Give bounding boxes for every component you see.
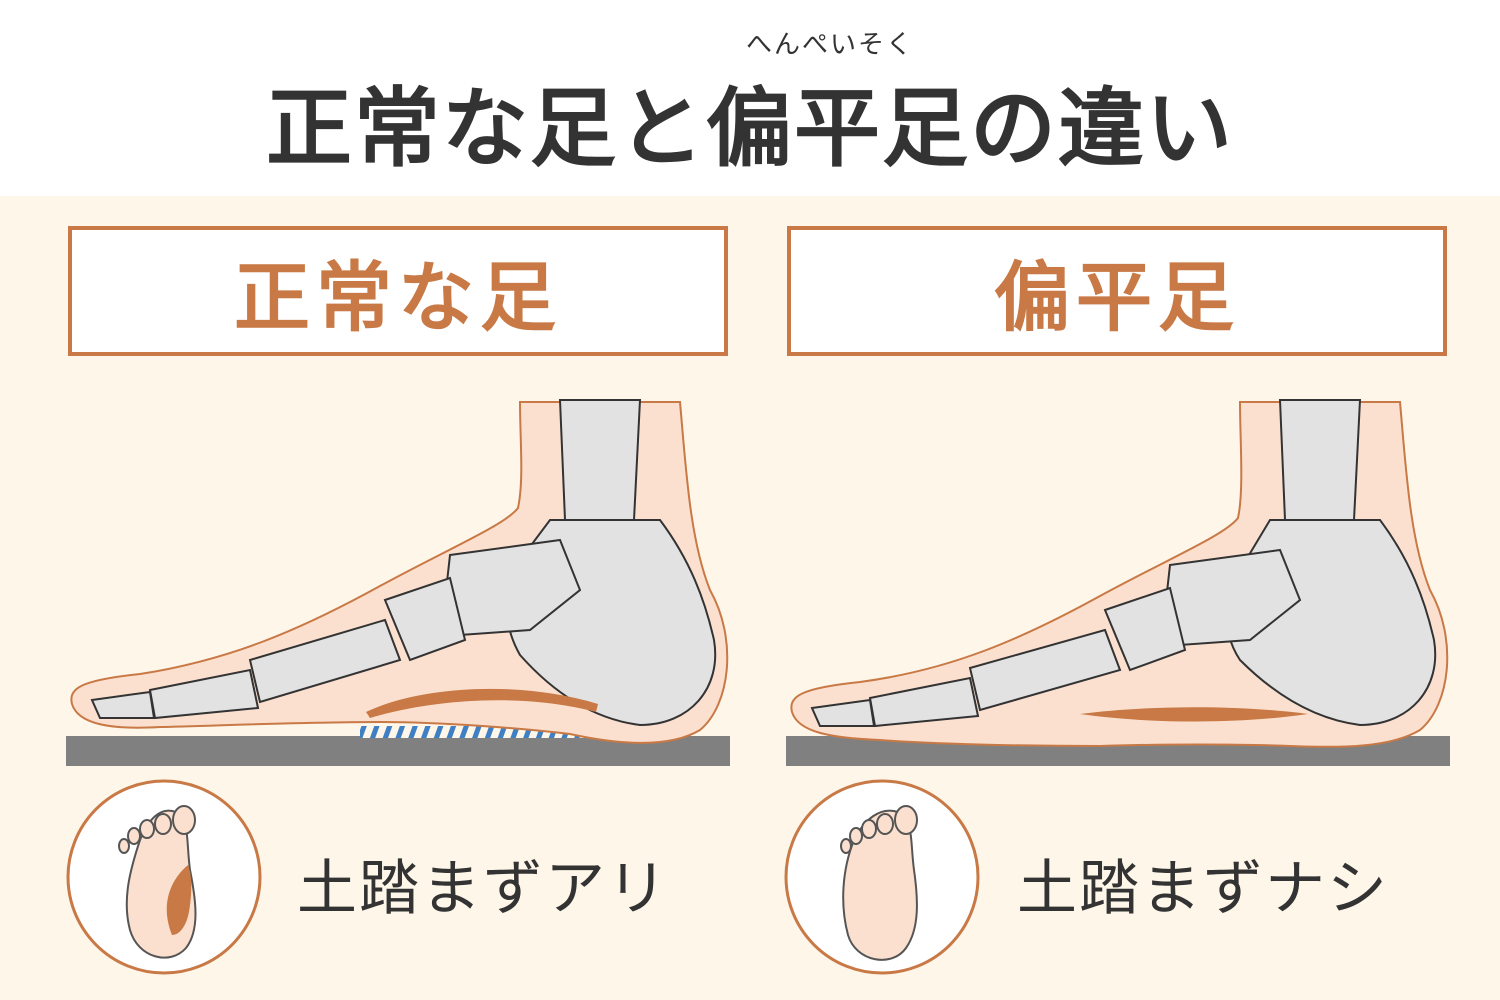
flat-foot-label: 偏平足: [994, 253, 1240, 342]
flat-arch-text: 土踏まずナシ: [1017, 854, 1389, 924]
normal-toe-5: [118, 838, 130, 854]
normal-big-toe: [172, 805, 196, 835]
flat-arch-muscle: [1080, 707, 1308, 722]
flat-toe-tip-bone: [810, 698, 876, 727]
flat-toe-5: [840, 838, 852, 854]
normal-foot-label-box: 正常な足: [68, 226, 728, 356]
normal-tibia-bone: [558, 399, 642, 521]
flat-tibia-bone: [1278, 399, 1362, 521]
normal-metatarsal-bone: [248, 618, 402, 704]
normal-toe-3: [139, 819, 155, 839]
title-ruby: へんぺいそく: [745, 30, 914, 60]
flat-big-toe: [894, 805, 918, 835]
normal-foot-label: 正常な足: [234, 253, 562, 342]
normal-cuneiform-bone: [383, 576, 467, 662]
normal-footprint-arch: [166, 865, 192, 935]
normal-footprint: [66, 779, 262, 975]
normal-toe-2: [154, 813, 172, 835]
flat-toe-2: [876, 813, 894, 835]
normal-foot-illustration: [66, 399, 730, 766]
page-title: 正常な足と偏平足の違い: [266, 79, 1234, 179]
flat-foot-label-box: 偏平足: [787, 226, 1447, 356]
flat-metatarsal-bone: [968, 628, 1122, 712]
normal-toe-4: [127, 827, 141, 845]
header: へんぺいそく 正常な足と偏平足の違い: [0, 0, 1500, 196]
flat-foot-illustration: [786, 399, 1450, 766]
flat-toe-3: [861, 819, 877, 839]
flat-footprint: [784, 779, 980, 975]
normal-arch-muscle: [366, 688, 598, 718]
normal-arch-text: 土踏まずアリ: [297, 854, 669, 924]
flat-cuneiform-bone: [1103, 586, 1187, 672]
flat-toe-4: [849, 827, 863, 845]
normal-toe-tip-bone: [90, 690, 156, 719]
